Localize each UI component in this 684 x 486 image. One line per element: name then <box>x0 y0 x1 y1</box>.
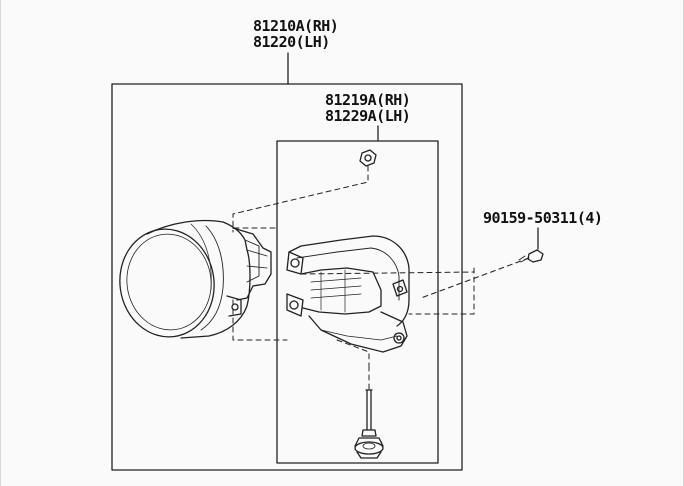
dash-nut-to-lamp <box>232 165 369 233</box>
adjusting-screw <box>354 389 384 459</box>
assembly-frame <box>111 83 463 471</box>
callout-assembly-lh: 81220(LH) <box>253 33 330 51</box>
assembly-dash-lines <box>232 165 530 391</box>
callout-bracket-rh: 81219A(RH) <box>325 91 411 109</box>
fog-lamp <box>119 219 272 339</box>
clip-nut <box>359 149 377 167</box>
callout-assembly-rh: 81210A(RH) <box>253 17 339 35</box>
callout-screw: 90159-50311(4) <box>483 209 603 227</box>
screw-part <box>518 249 544 263</box>
bracket-frame <box>276 140 439 464</box>
callout-bracket-lh: 81229A(LH) <box>325 107 411 125</box>
lamp-bracket <box>286 235 410 353</box>
